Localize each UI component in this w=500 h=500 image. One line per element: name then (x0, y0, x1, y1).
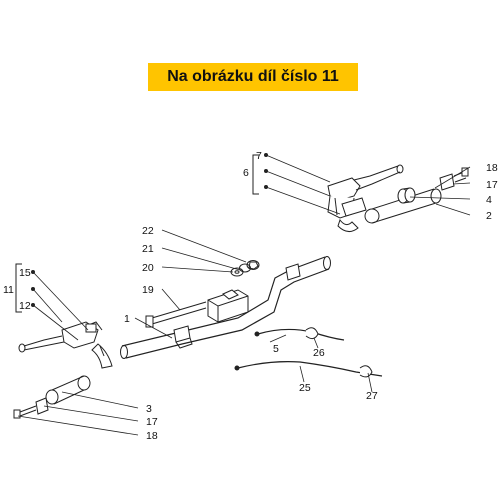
right-end-cap (439, 167, 469, 191)
left-grip (45, 375, 91, 405)
callout-7: 7 (256, 150, 262, 162)
bracket-11 (15, 263, 22, 313)
callout-26: 26 (313, 347, 325, 359)
callout-18-right: 18 (486, 162, 498, 174)
left-lever-assembly (18, 321, 113, 369)
callout-22: 22 (142, 225, 154, 237)
cable-5 (254, 327, 345, 341)
callout-17-left: 17 (146, 416, 158, 428)
leader-dots (31, 153, 268, 307)
cable-25 (234, 361, 383, 378)
callout-21: 21 (142, 243, 154, 255)
callout-19: 19 (142, 284, 154, 296)
callout-20: 20 (142, 262, 154, 274)
banner-text: Na obrázku díl číslo 11 (167, 68, 339, 85)
callout-labels: 7 6 18 17 4 2 22 21 20 19 1 15 11 12 3 1… (3, 150, 498, 442)
callout-27: 27 (366, 390, 378, 402)
part-banner: Na obrázku díl číslo 11 (148, 63, 358, 91)
right-weight (397, 187, 416, 204)
callout-1: 1 (124, 313, 130, 325)
right-grip (364, 188, 442, 224)
callout-6: 6 (243, 167, 249, 179)
callout-15: 15 (19, 267, 31, 279)
callout-2: 2 (486, 210, 492, 222)
callout-25: 25 (299, 382, 311, 394)
right-lever-assembly (327, 164, 404, 232)
leader-lines (17, 154, 471, 436)
handlebar-part (120, 256, 331, 359)
callout-12: 12 (19, 300, 31, 312)
callout-5: 5 (273, 343, 279, 355)
callout-4: 4 (486, 194, 492, 206)
bracket-6 (252, 154, 259, 195)
callout-18-left: 18 (146, 430, 158, 442)
callout-11: 11 (3, 284, 14, 296)
bolt-19 (145, 301, 207, 328)
callout-3: 3 (146, 403, 152, 415)
left-end-cap (13, 397, 49, 419)
callout-17-right: 17 (486, 179, 498, 191)
